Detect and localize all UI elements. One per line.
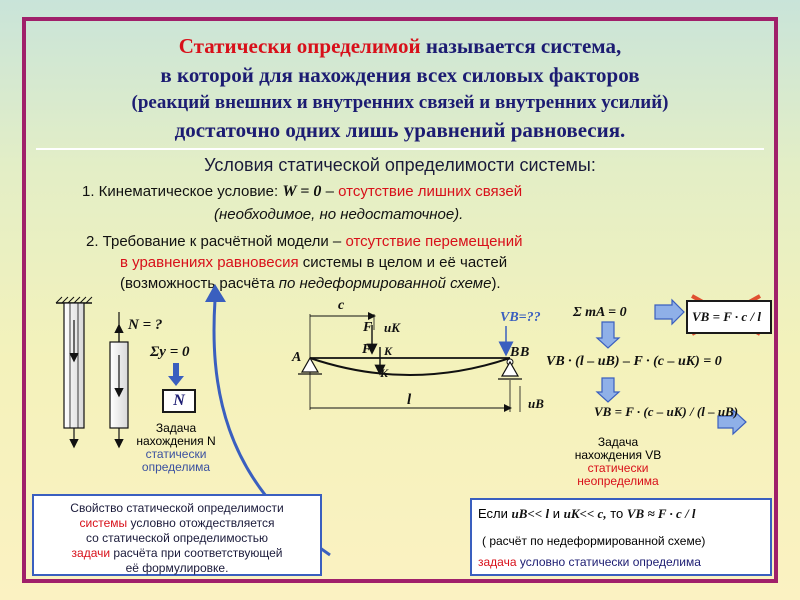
divider [36,148,764,150]
approx-note: ( расчёт по недеформированной схеме) [482,534,706,548]
title-line-1-rest: называется система, [420,34,622,58]
condition-2-line-1: 2. Требование к расчётной модели – отсут… [86,233,522,250]
property-text: Свойство статической определимости систе… [34,501,320,576]
condition-2-line-2: в уравнениях равновесия системы в целом … [120,254,507,271]
arrow-down-1 [595,321,621,349]
approx-and: и [552,506,560,521]
subtitle: Условия статической определимости систем… [204,155,596,175]
property-line-4: задачи расчёта при соответствующей [34,546,320,561]
approx-then: то [610,506,624,521]
eq-sum-ma: Σ mA = 0 [573,305,627,320]
beam-l: l [407,392,412,408]
approx-final-red: задача [478,555,517,569]
n-box: N [162,389,196,413]
right-caption: Задача нахождения VB статически неопреде… [556,436,680,488]
beam-K: K [384,344,393,358]
property-box: Свойство статической определимости систе… [32,494,322,576]
arrow-right-1 [654,298,685,326]
beam-K2: K [380,366,389,380]
arrow-right-2 [717,408,747,436]
condition-2-line-3a: (возможность расчёта [120,275,279,292]
approx-formula: VB ≈ F · c / l [626,506,696,521]
sum-y: Σy = 0 [150,344,190,360]
beam-uB: uB [528,396,544,411]
property-red-2: задачи [71,546,111,560]
condition-1-note-text: (необходимое, но недостаточное). [214,206,464,223]
title-line-1: Статически определимой называется систем… [0,34,800,59]
beam-B: B [510,345,520,360]
left-caption-3: статически [145,447,207,461]
condition-2-line-3: (возможность расчёта по недеформированно… [120,275,501,292]
approx-final: задача условно статически определима [478,555,701,569]
slide-frame [22,17,778,583]
title-line-3: (реакций внешних и внутренних связей и в… [131,92,669,113]
rod-left [55,296,93,449]
left-caption-1: Задача [155,421,197,435]
arrow-down-left-head [168,376,184,386]
condition-2-red-2: в уравнениях равновесия [120,254,299,271]
condition-2-red-1: отсутствие перемещений [345,233,523,250]
vb-crossed-box: VB = F · c / l [686,300,772,334]
title-line-2: в которой для нахождения всех силовых фа… [160,63,640,87]
property-line-1: Свойство статической определимости [70,501,284,515]
approx-cond-1: uB<< l [511,506,550,521]
left-caption-4: определима [141,460,211,474]
right-caption-4: неопределима [577,474,659,488]
property-rest-4: расчёта при соответствующей [110,546,283,560]
condition-1-prefix: 1. Кинематическое условие: [82,183,283,200]
right-caption-1: Задача [597,435,639,449]
arrow-down-2 [595,377,621,403]
condition-2-prefix: 2. Требование к расчётной модели – [86,233,346,250]
beam-A: A [292,350,302,365]
condition-2-rest-2: системы в целом и её частей [298,254,508,271]
approx-line-1: Если uB<< l и uK<< c, то VB ≈ F · c / l [478,506,696,522]
condition-2-line-3c: ). [491,275,501,292]
left-caption-2: нахождения N [136,434,216,448]
vb-crossed: VB = F · c / l [692,309,761,324]
approx-if: Если [478,506,508,521]
beam [298,312,522,412]
approx-box: Если uB<< l и uK<< c, то VB ≈ F · c / l … [470,498,772,576]
curved-arrow-head [205,284,226,302]
condition-1-formula: W = 0 [282,183,322,200]
condition-2-line-3b: по недеформированной схеме [278,275,492,292]
right-caption-3: статически [587,461,649,475]
title-line-4: достаточно одних лишь уравнений равновес… [174,118,626,142]
beam-uK: uK [384,320,400,335]
beam-c: c [338,298,345,313]
eq-full: VB · (l – uB) – F · (c – uK) = 0 [546,354,722,369]
condition-1-dash: – [321,183,339,200]
condition-1-note: (необходимое, но недостаточное). [214,206,463,223]
n-query: N = ? [128,317,163,333]
beam-B2: B [520,345,530,360]
property-red-1: системы [79,516,128,530]
property-line-5: её формулировке. [125,561,229,575]
rod-cut [109,312,129,449]
condition-1-red: отсутствие лишних связей [338,183,523,200]
n-box-text: N [173,392,185,409]
right-caption-2: нахождения VB [574,448,662,462]
beam-F2: F [362,342,372,357]
property-line-2: системы условно отождествляется [34,516,320,531]
condition-1: 1. Кинематическое условие: W = 0 – отсут… [82,183,522,201]
approx-cond-2: uK<< c, [563,506,607,521]
title-red-term: Статически определимой [178,34,421,58]
vb-result-text: VB = F · (c – uK) / (l – uB) [594,404,739,419]
property-line-3: со статической определимостью [85,531,269,545]
beam-F: F [363,320,373,335]
vb-query: VB=?? [500,310,541,325]
approx-final-rest: условно статически определима [516,555,701,569]
left-caption: Задача нахождения N статически определим… [128,422,224,474]
property-rest-2: условно отождествляется [127,516,275,530]
